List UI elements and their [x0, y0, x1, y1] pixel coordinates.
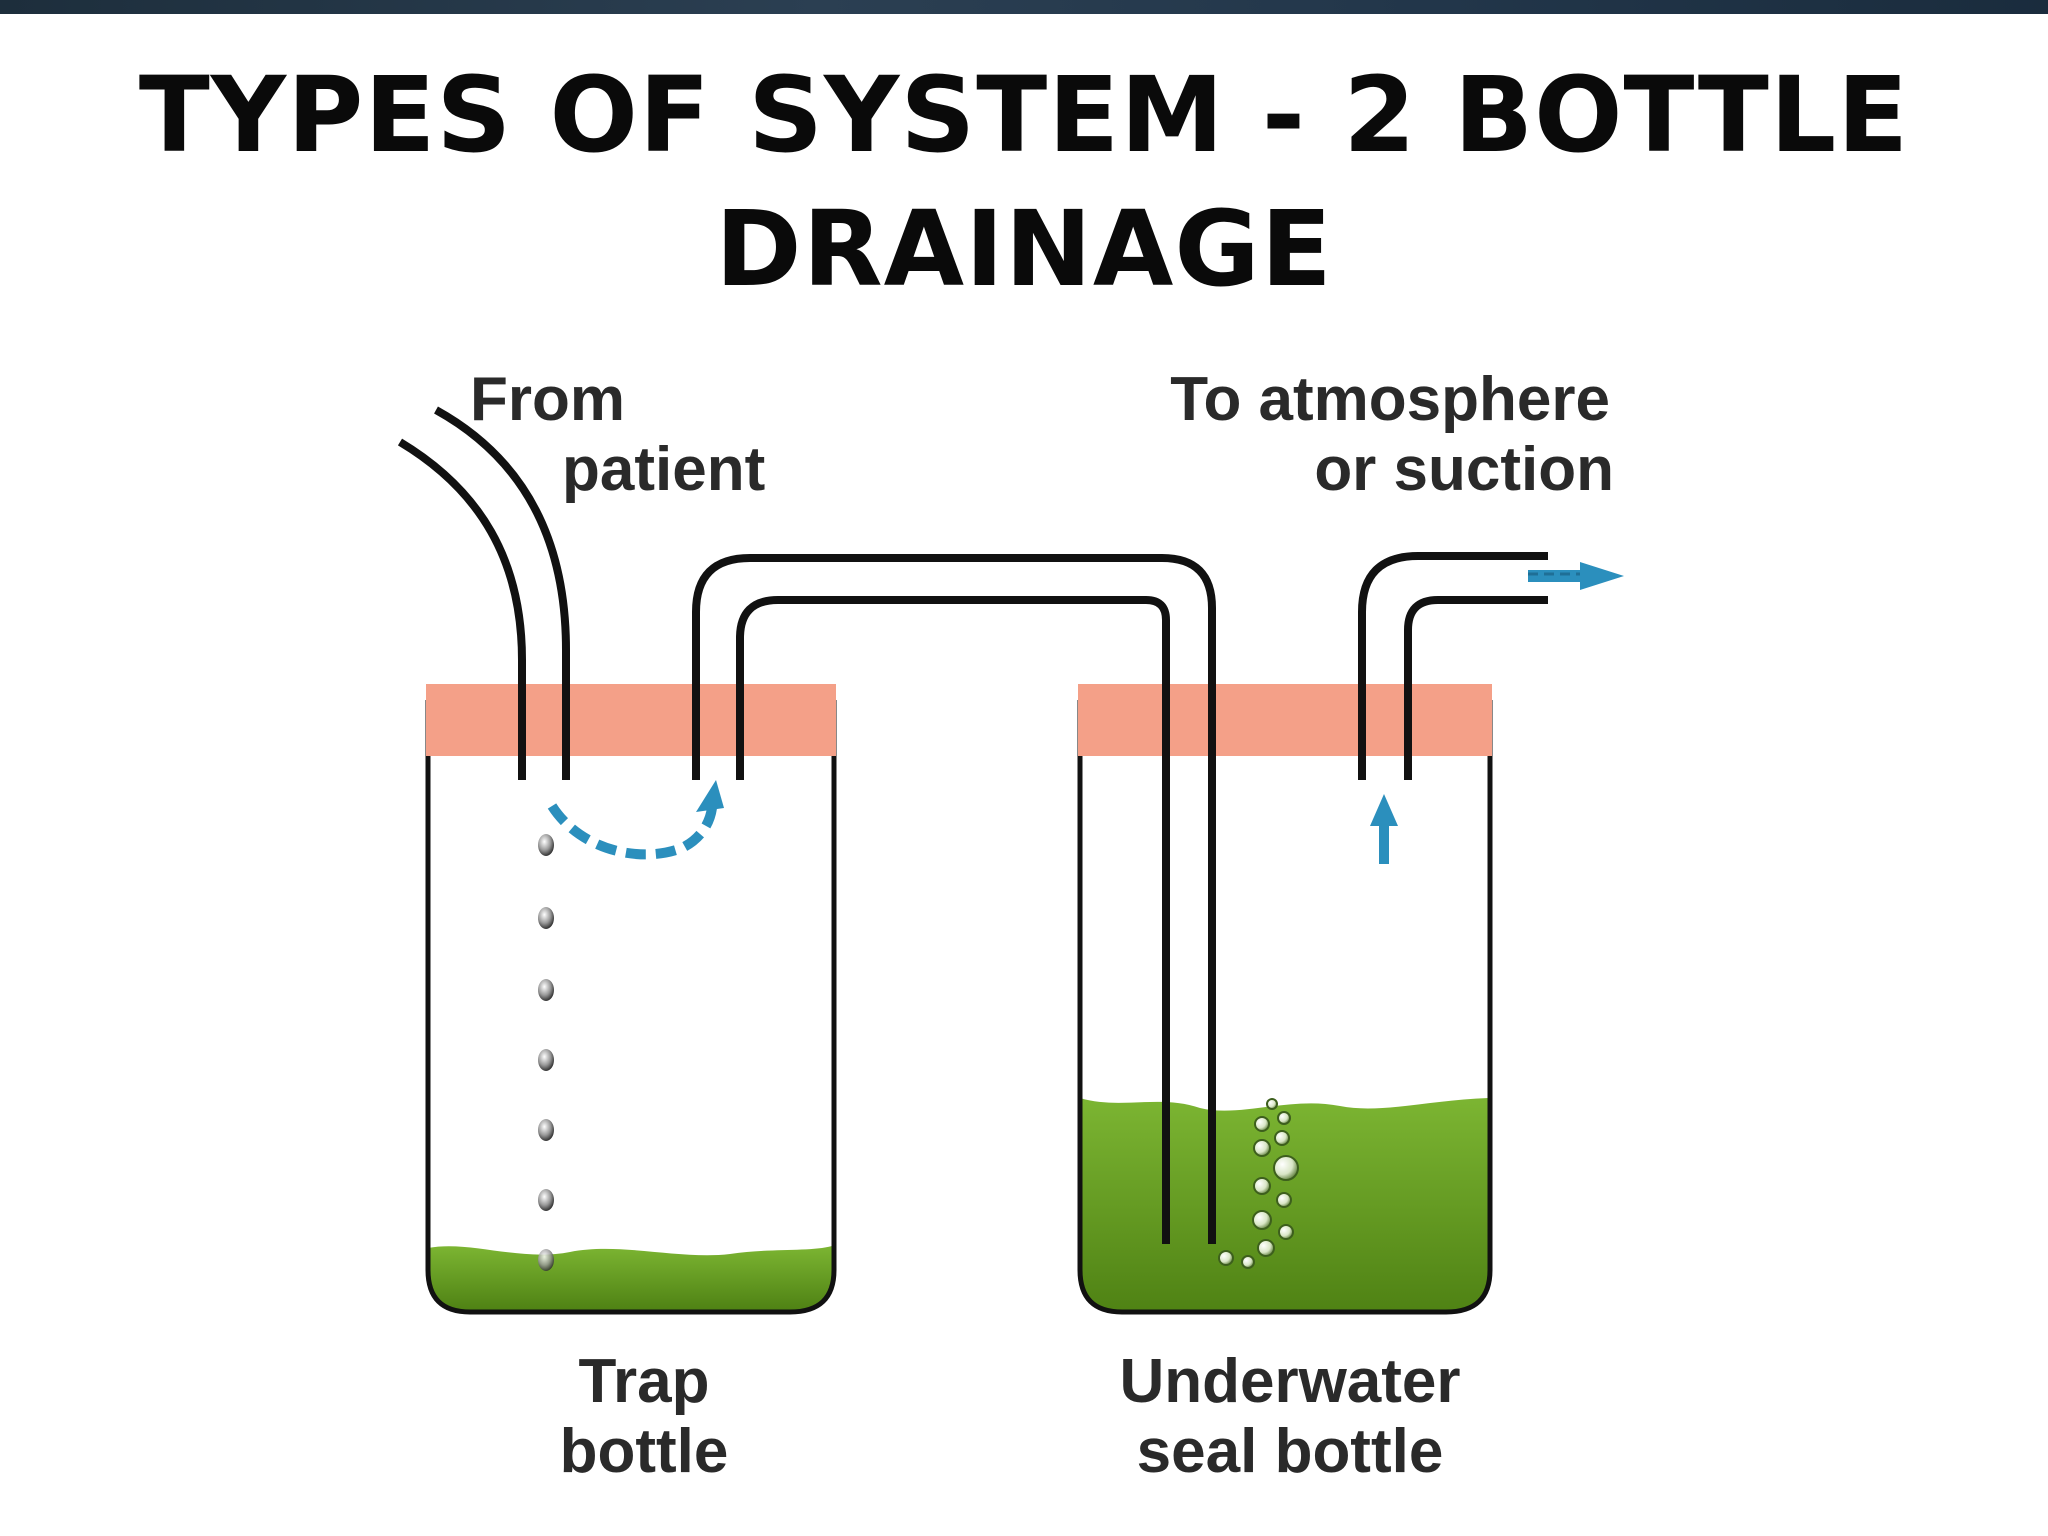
outlet-tube: [1358, 552, 1548, 780]
trap-bottle-fluid: [428, 1246, 832, 1310]
fluid-droplets: [538, 834, 554, 1271]
trap-bottle: [425, 684, 837, 1315]
slide-title: TYPES OF SYSTEM - 2 BOTTLE DRAINAGE: [0, 48, 2048, 316]
air-bubbles: [1218, 1098, 1299, 1269]
label-seal-bottle-line2: seal bottle: [1137, 1417, 1444, 1486]
label-seal-bottle-line1: Underwater: [1119, 1347, 1460, 1416]
label-trap-bottle-line1: Trap: [579, 1347, 710, 1416]
trap-flow-arrow: [547, 780, 724, 860]
title-line-1: TYPES OF SYSTEM - 2 BOTTLE: [138, 54, 1910, 176]
label-from-patient-line2: patient: [562, 435, 765, 504]
connecting-tube: [692, 554, 1216, 1244]
seal-outlet-arrow: [1370, 794, 1398, 864]
label-to-atmosphere-line2: or suction: [1314, 435, 1614, 504]
label-to-atmosphere-line1: To atmosphere: [1170, 365, 1610, 434]
patient-tube: [397, 406, 570, 780]
atmosphere-arrow: [1528, 562, 1624, 590]
underwater-seal-bottle: [1077, 684, 1493, 1315]
trap-bottle-stopper: [426, 684, 836, 756]
trap-bottle-outline: [425, 700, 837, 1315]
label-trap-bottle-line2: bottle: [560, 1417, 729, 1486]
seal-bottle-stopper: [1078, 684, 1492, 756]
seal-bottle-outline: [1077, 700, 1493, 1315]
label-from-patient-line1: From: [470, 365, 625, 434]
top-band: [0, 0, 2048, 14]
title-line-2: DRAINAGE: [715, 188, 1333, 310]
